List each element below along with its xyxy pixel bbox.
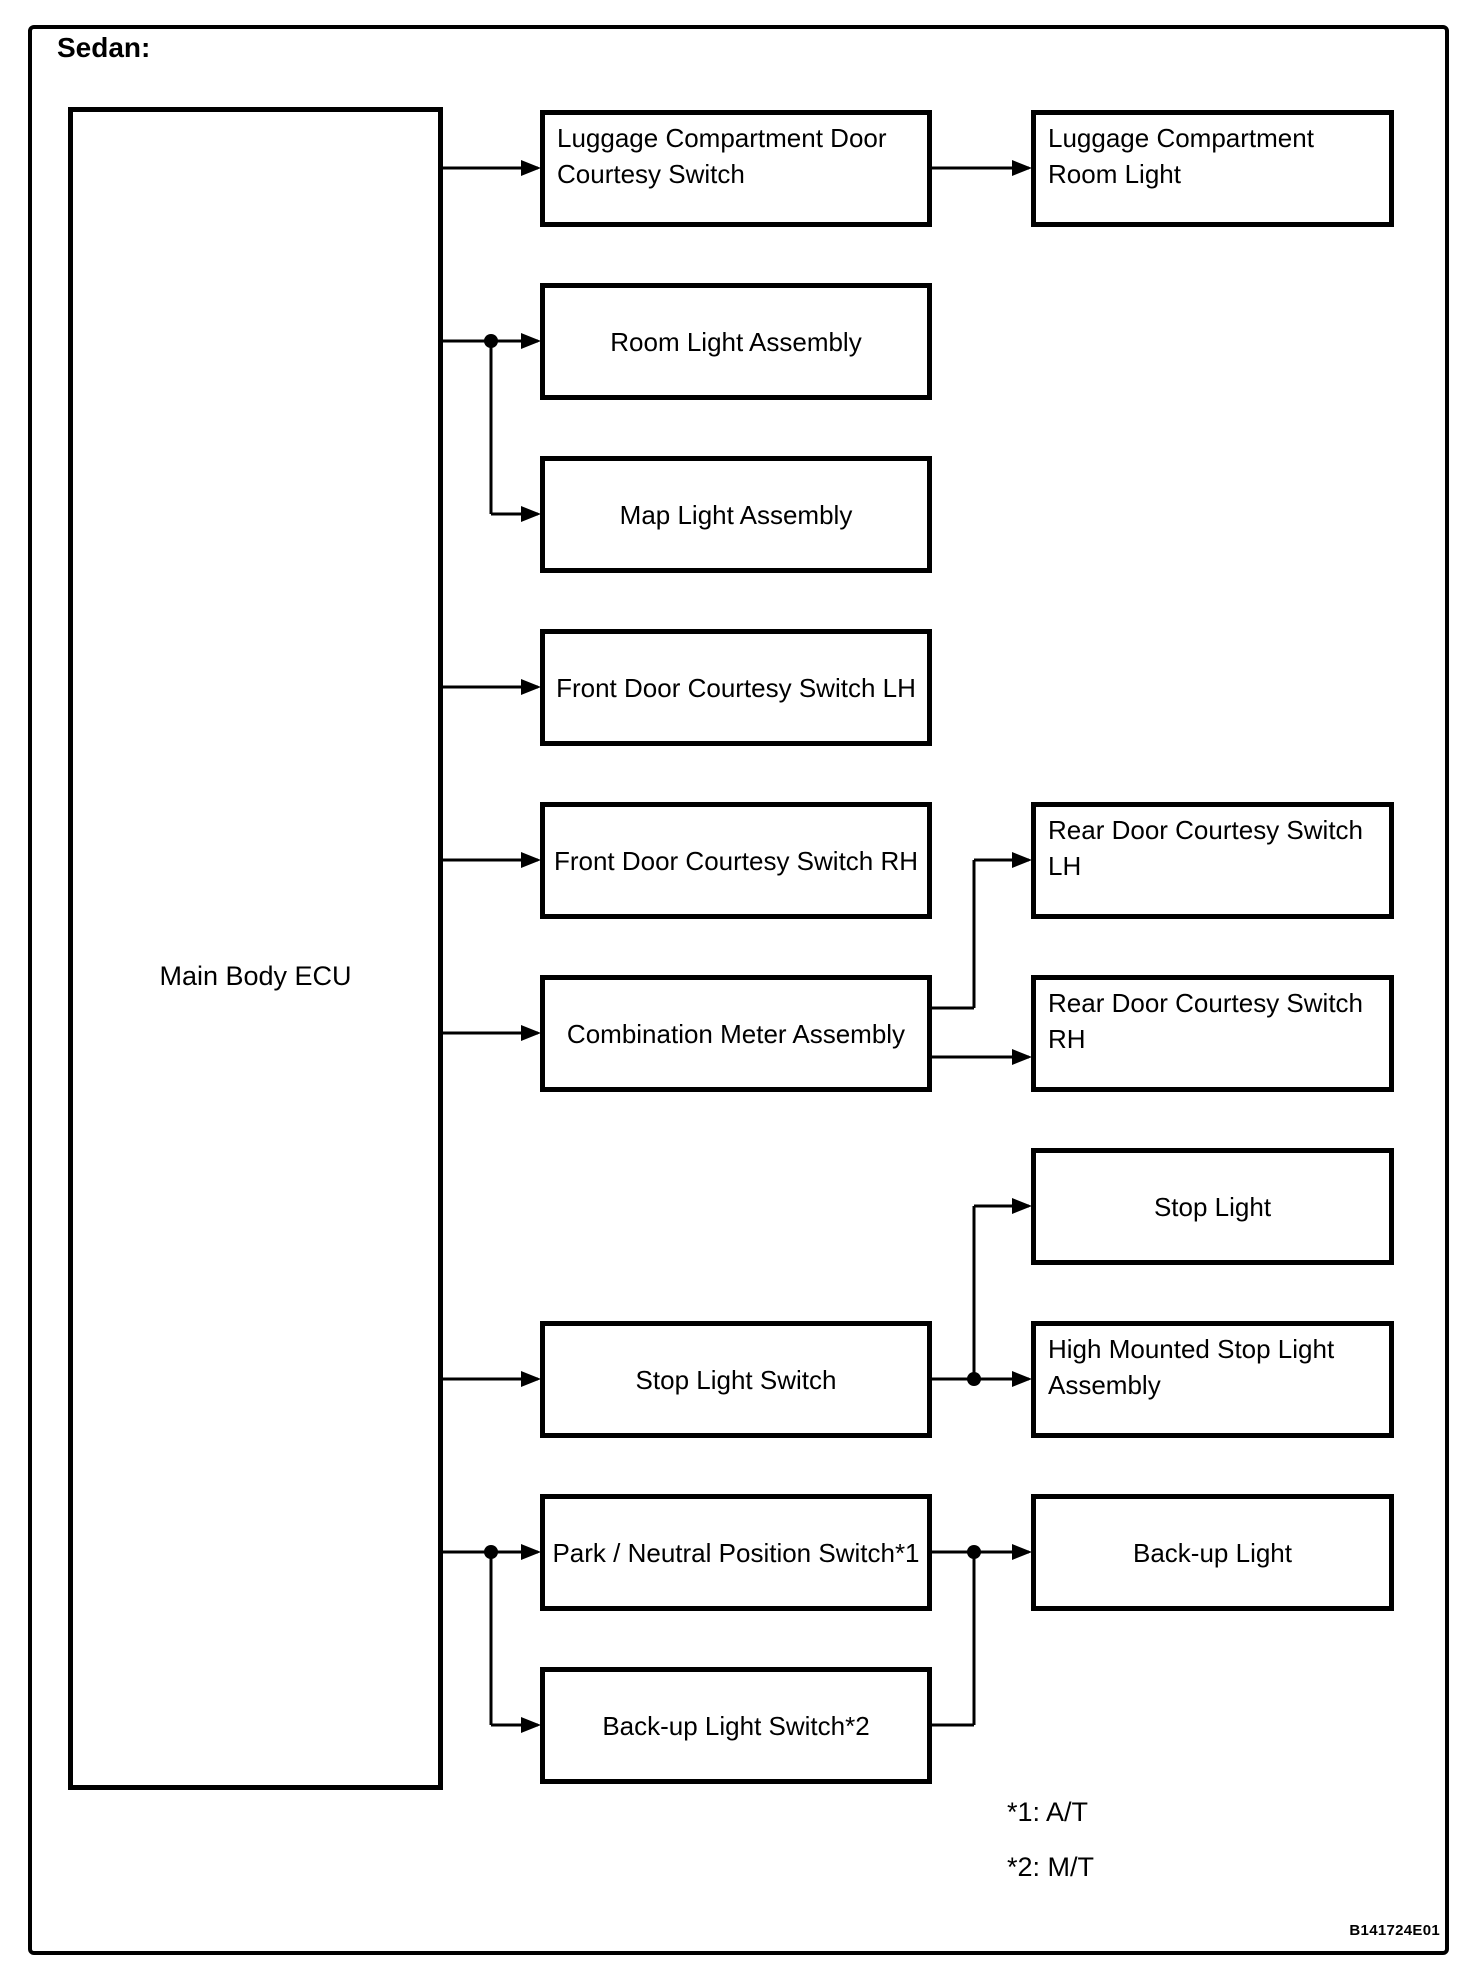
junction-dot <box>484 334 498 348</box>
box-stop-light-switch: Stop Light Switch <box>540 1321 932 1438</box>
arrowhead <box>1012 1198 1032 1214</box>
arrowhead <box>521 679 541 695</box>
box-rear-door-courtesy-switch-rh: Rear Door Courtesy Switch RH <box>1031 975 1394 1092</box>
arrowhead <box>521 160 541 176</box>
box-main-body-ecu: Main Body ECU <box>68 107 443 1790</box>
arrowhead <box>521 333 541 349</box>
box-combination-meter-assembly: Combination Meter Assembly <box>540 975 932 1092</box>
box-rear-door-courtesy-switch-lh: Rear Door Courtesy Switch LH <box>1031 802 1394 919</box>
backup-light-switch-label: Back-up Light Switch*2 <box>602 1710 870 1741</box>
room-light-assembly-label: Room Light Assembly <box>610 326 862 357</box>
junction-dot <box>967 1545 981 1559</box>
box-luggage-compartment-room-light: Luggage Compartment Room Light <box>1031 110 1394 227</box>
box-map-light-assembly: Map Light Assembly <box>540 456 932 573</box>
arrowhead <box>521 1717 541 1733</box>
stop-light-label: Stop Light <box>1153 1191 1272 1222</box>
arrowhead <box>1012 1371 1032 1387</box>
front-door-courtesy-switch-lh-label: Front Door Courtesy Switch LH <box>556 672 916 703</box>
backup-light-label: Back-up Light <box>1133 1537 1292 1568</box>
arrowhead <box>1012 1049 1032 1065</box>
arrowhead <box>1012 160 1032 176</box>
box-high-mounted-stop-light-assembly: High Mounted Stop Light Assembly <box>1031 1321 1394 1438</box>
arrowhead <box>521 852 541 868</box>
diagram-border <box>28 25 1449 1955</box>
arrowhead <box>1012 852 1032 868</box>
arrowhead <box>521 1371 541 1387</box>
combination-meter-assembly-label: Combination Meter Assembly <box>566 1018 906 1049</box>
box-front-door-courtesy-switch-rh: Front Door Courtesy Switch RH <box>540 802 932 919</box>
arrowhead <box>521 1025 541 1041</box>
box-front-door-courtesy-switch-lh: Front Door Courtesy Switch LH <box>540 629 932 746</box>
variant-label: Sedan: <box>57 32 151 63</box>
arrowhead <box>521 1544 541 1560</box>
box-luggage-compartment-door-courtesy-switch: Luggage Compartment Door Courtesy Switch <box>540 110 932 227</box>
box-backup-light: Back-up Light <box>1031 1494 1394 1611</box>
box-stop-light: Stop Light <box>1031 1148 1394 1265</box>
main-body-ecu-label: Main Body ECU <box>159 960 352 991</box>
arrowhead <box>521 506 541 522</box>
arrowhead <box>1012 1544 1032 1560</box>
junction-dot <box>484 1545 498 1559</box>
footnote-2: *2: M/T <box>1007 1852 1095 1882</box>
figure-code: B141724E01 <box>1349 1922 1440 1939</box>
rear-door-courtesy-switch-rh-label: Rear Door Courtesy Switch RH <box>1048 988 1363 1054</box>
park-neutral-position-switch-label: Park / Neutral Position Switch*1 <box>552 1537 920 1568</box>
rear-door-courtesy-switch-lh-label: Rear Door Courtesy Switch LH <box>1048 815 1363 881</box>
junction-dot <box>967 1372 981 1386</box>
box-room-light-assembly: Room Light Assembly <box>540 283 932 400</box>
luggage-compartment-door-courtesy-switch-label: Luggage Compartment Door Courtesy Switch <box>557 123 887 189</box>
stop-light-switch-label: Stop Light Switch <box>635 1364 837 1395</box>
box-backup-light-switch: Back-up Light Switch*2 <box>540 1667 932 1784</box>
luggage-compartment-room-light-label: Luggage Compartment Room Light <box>1048 123 1314 189</box>
high-mounted-stop-light-assembly-label: High Mounted Stop Light Assembly <box>1048 1334 1335 1400</box>
map-light-assembly-label: Map Light Assembly <box>619 499 853 530</box>
footnote-1: *1: A/T <box>1007 1797 1089 1827</box>
front-door-courtesy-switch-rh-label: Front Door Courtesy Switch RH <box>553 845 919 876</box>
box-park-neutral-position-switch: Park / Neutral Position Switch*1 <box>540 1494 932 1611</box>
